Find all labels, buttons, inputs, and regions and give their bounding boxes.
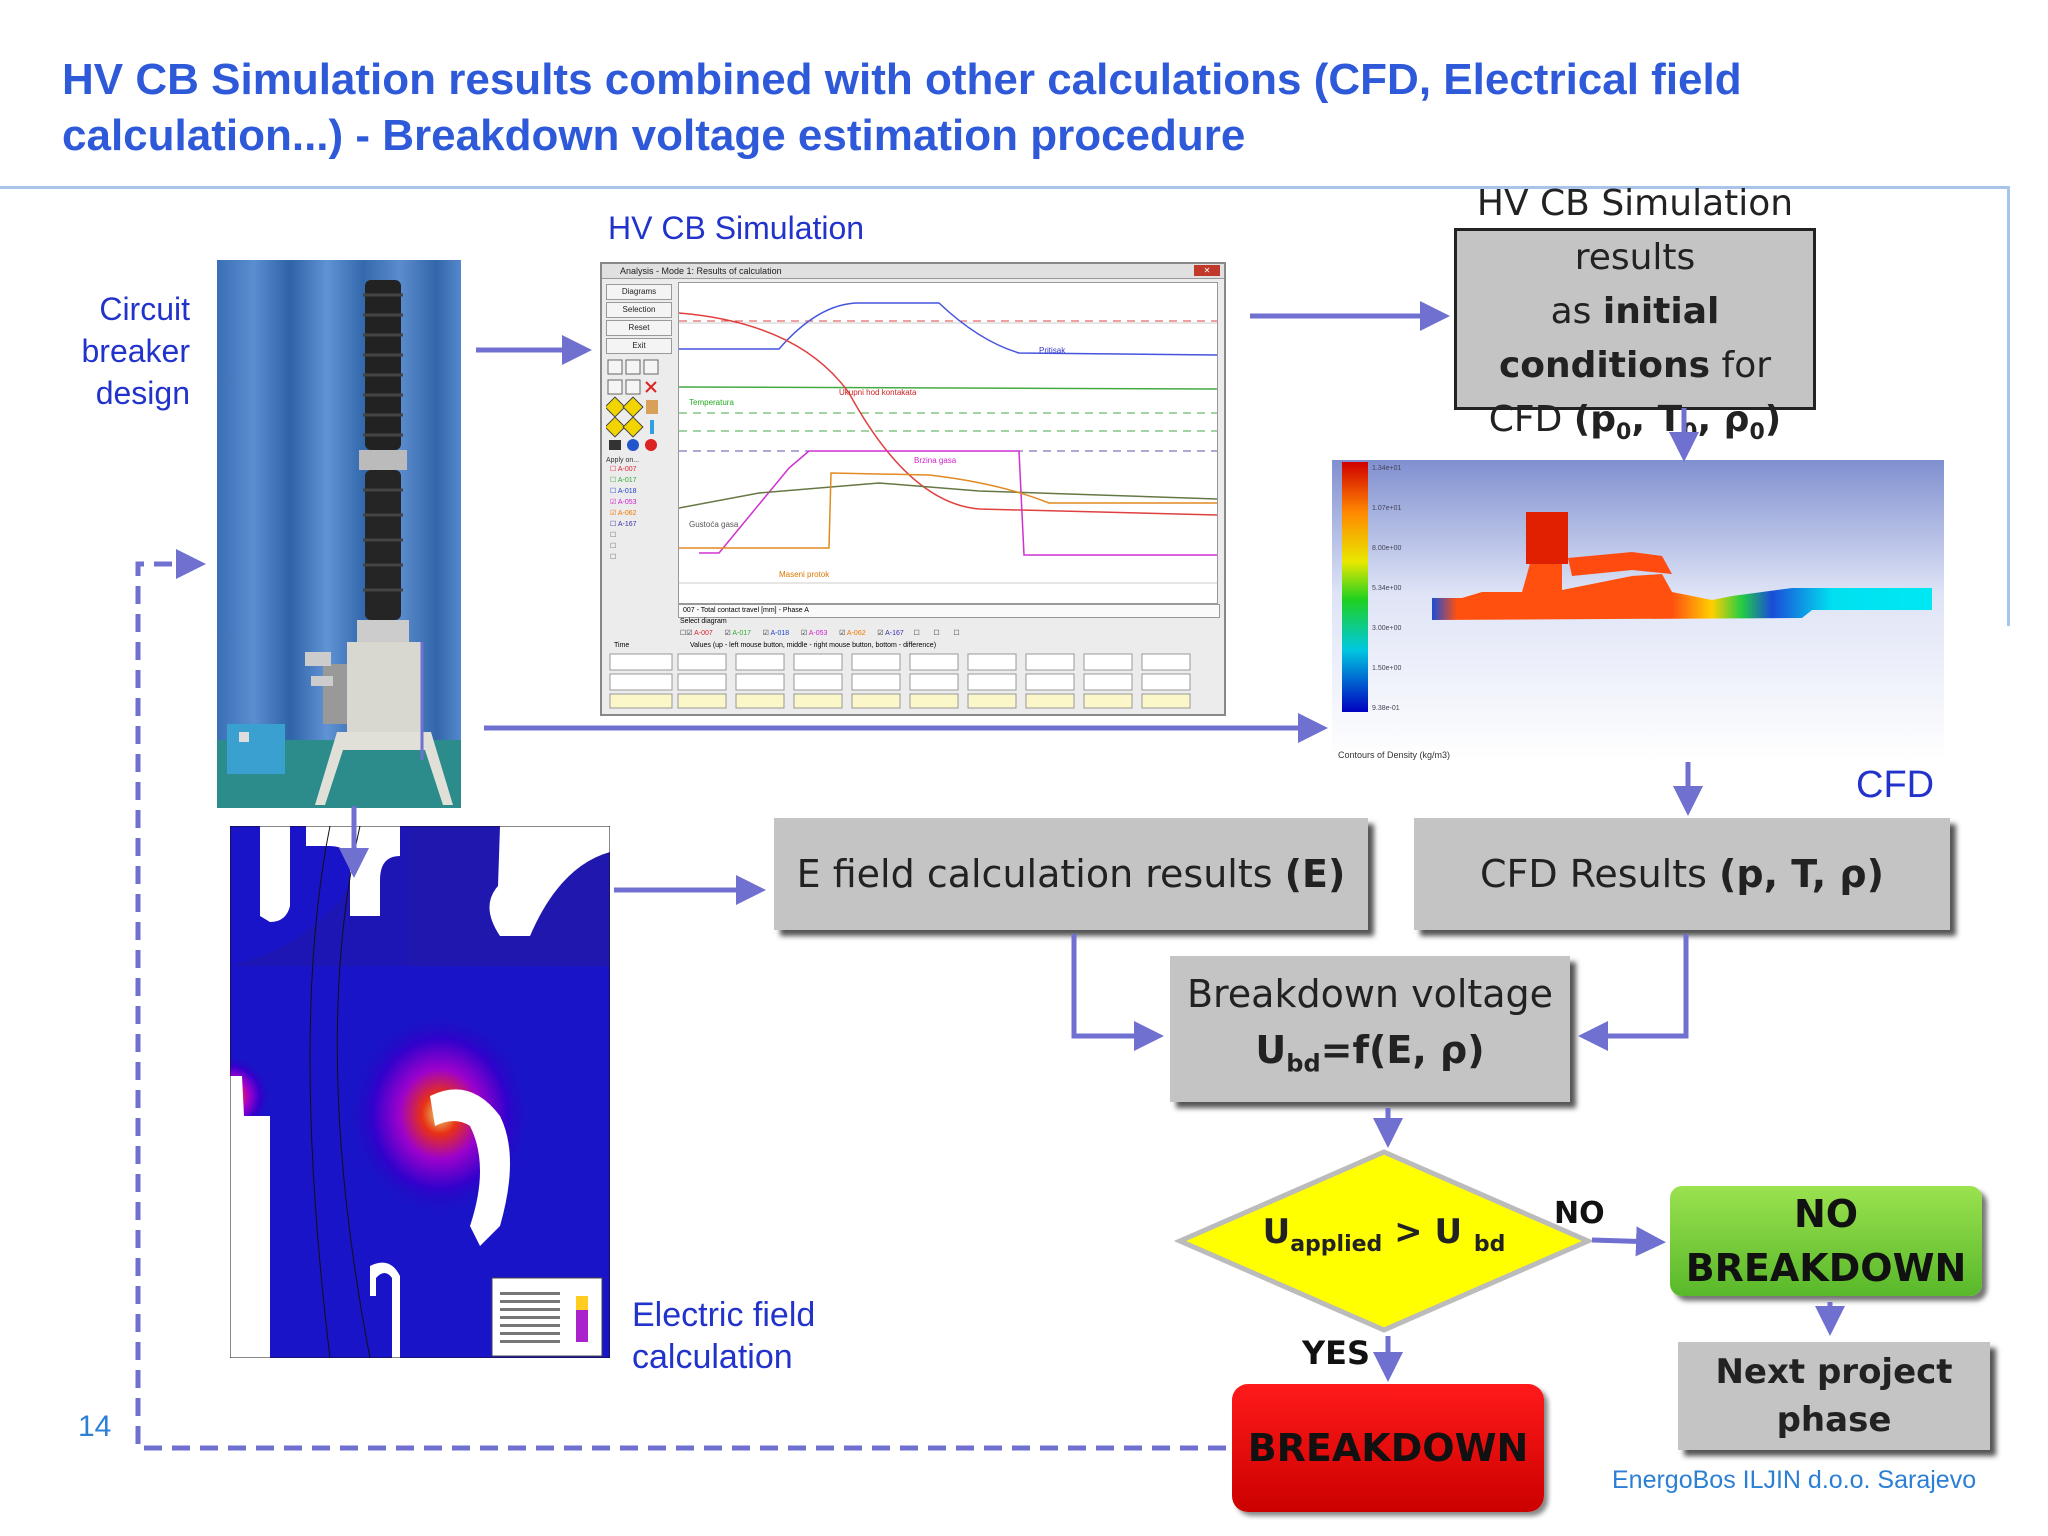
curve-list: ☐ A-007 ☐ A-017 ☐ A-018 ☑ A-053 ☑ A-062 … bbox=[606, 464, 674, 563]
list-item[interactable]: ☑ A-053 bbox=[610, 499, 637, 506]
simulation-sidebar: Diagrams Selection Reset Exit Apply on..… bbox=[604, 282, 674, 563]
frame-top-line bbox=[0, 186, 2010, 189]
svg-text:5.34e+00: 5.34e+00 bbox=[1372, 585, 1401, 592]
exit-button[interactable]: Exit bbox=[606, 338, 672, 354]
no-breakdown-box: NO BREAKDOWN bbox=[1670, 1186, 1982, 1296]
simulation-window: Analysis - Mode 1: Results of calculatio… bbox=[600, 262, 1226, 716]
cb-design-label: Circuit breaker design bbox=[81, 291, 191, 411]
list-item[interactable]: ☐ A-007 bbox=[610, 466, 637, 473]
close-icon[interactable]: ✕ bbox=[1194, 265, 1220, 276]
curve-label-travel: Ukupni hod kontakata bbox=[839, 388, 917, 397]
next-project-phase-box: Next project phase bbox=[1678, 1342, 1990, 1450]
curve-label-gas-velocity: Brzina gasa bbox=[914, 456, 957, 465]
initial-conditions-line1: HV CB Simulation results bbox=[1476, 183, 1794, 279]
page-title: HV CB Simulation results combined with o… bbox=[62, 55, 1742, 160]
cfd-label: CFD bbox=[1856, 764, 1935, 806]
efield-results-box: E field calculation results (E) bbox=[774, 818, 1368, 930]
circuit-breaker-photo bbox=[217, 260, 461, 808]
initial-conditions-line2: as initial conditions for bbox=[1498, 291, 1772, 387]
list-item[interactable]: ☐ A-018 bbox=[610, 488, 637, 495]
select-diagram-label: Select diagram bbox=[680, 618, 727, 625]
curve-label-temperature: Temperatura bbox=[689, 398, 734, 407]
hvcb-simulation-label: HV CB Simulation bbox=[608, 210, 865, 246]
frame-right-line bbox=[2007, 186, 2010, 626]
arrow-decision-to-no bbox=[1591, 1226, 1666, 1257]
simulation-plot: Pritisak Ukupni hod kontakata Temperatur… bbox=[678, 282, 1218, 604]
arrow-cfdres-to-bdv bbox=[1578, 934, 1689, 1051]
cfd-results-box: CFD Results (p, T, ρ) bbox=[1414, 818, 1950, 930]
time-label: Time bbox=[614, 642, 630, 649]
page-number: 14 bbox=[78, 1410, 112, 1443]
status-bar: 007 - Total contact travel [mm] - Phase … bbox=[678, 604, 1220, 618]
initial-conditions-line3: CFD (p0, T0, ρ0) bbox=[1488, 399, 1782, 446]
cfd-contour-plot: 1.34e+01 1.07e+01 8.00e+00 5.34e+00 3.00e+0… bbox=[1332, 460, 1944, 760]
svg-text:1.07e+01: 1.07e+01 bbox=[1372, 505, 1401, 512]
yes-label: YES bbox=[1302, 1334, 1371, 1372]
curve-label-mass-flow: Maseni protok bbox=[779, 570, 830, 579]
initial-conditions-params: (p0, T0, ρ0) bbox=[1573, 399, 1782, 446]
list-item[interactable]: ☐ A-167 bbox=[610, 521, 637, 528]
curve-label-gas-density: Gustoća gasa bbox=[689, 520, 739, 529]
selection-button[interactable]: Selection bbox=[606, 302, 672, 318]
simulation-window-title: Analysis - Mode 1: Results of calculatio… bbox=[602, 264, 1224, 279]
no-label: NO bbox=[1554, 1196, 1605, 1231]
initial-conditions-box: HV CB Simulation results as initial cond… bbox=[1454, 183, 1816, 446]
efield-calc-label: Electric field calculation bbox=[632, 1296, 816, 1376]
svg-text:8.00e+00: 8.00e+00 bbox=[1372, 545, 1401, 552]
select-diagram-row[interactable]: ☐☑ A-007 ☑ A-017 ☑ A-018 ☑ A-053 ☑ A-062… bbox=[680, 630, 960, 637]
toolbar-icons[interactable] bbox=[604, 356, 674, 452]
breakdown-box: BREAKDOWN bbox=[1232, 1384, 1544, 1512]
reset-button[interactable]: Reset bbox=[606, 320, 672, 336]
breakdown-voltage-box: Breakdown voltage Ubd=f(E, ρ) bbox=[1170, 956, 1570, 1102]
apply-on-label: Apply on... bbox=[606, 457, 640, 464]
svg-text:3.00e+00: 3.00e+00 bbox=[1372, 625, 1401, 632]
svg-text:9.38e-01: 9.38e-01 bbox=[1372, 705, 1400, 712]
values-hint: Values (up - left mouse button, middle -… bbox=[690, 642, 937, 649]
curve-label-pressure: Pritisak bbox=[1039, 346, 1066, 355]
arrow-efield-to-bdv bbox=[1071, 934, 1164, 1051]
electric-field-plot bbox=[190, 825, 611, 1359]
svg-text:1.34e+01: 1.34e+01 bbox=[1372, 465, 1401, 472]
svg-text:1.50e+00: 1.50e+00 bbox=[1372, 665, 1401, 672]
values-grid[interactable] bbox=[608, 652, 1220, 712]
company-footer: EnergoBos ILJIN d.o.o. Sarajevo bbox=[1612, 1466, 1977, 1494]
list-item[interactable]: ☑ A-062 bbox=[610, 510, 637, 517]
list-item[interactable]: ☐ A-017 bbox=[610, 477, 637, 484]
cfd-plot-caption: Contours of Density (kg/m3) bbox=[1338, 750, 1450, 760]
diagrams-button[interactable]: Diagrams bbox=[606, 284, 672, 300]
decision-diamond: Uapplied > U bd bbox=[1174, 1148, 1594, 1334]
